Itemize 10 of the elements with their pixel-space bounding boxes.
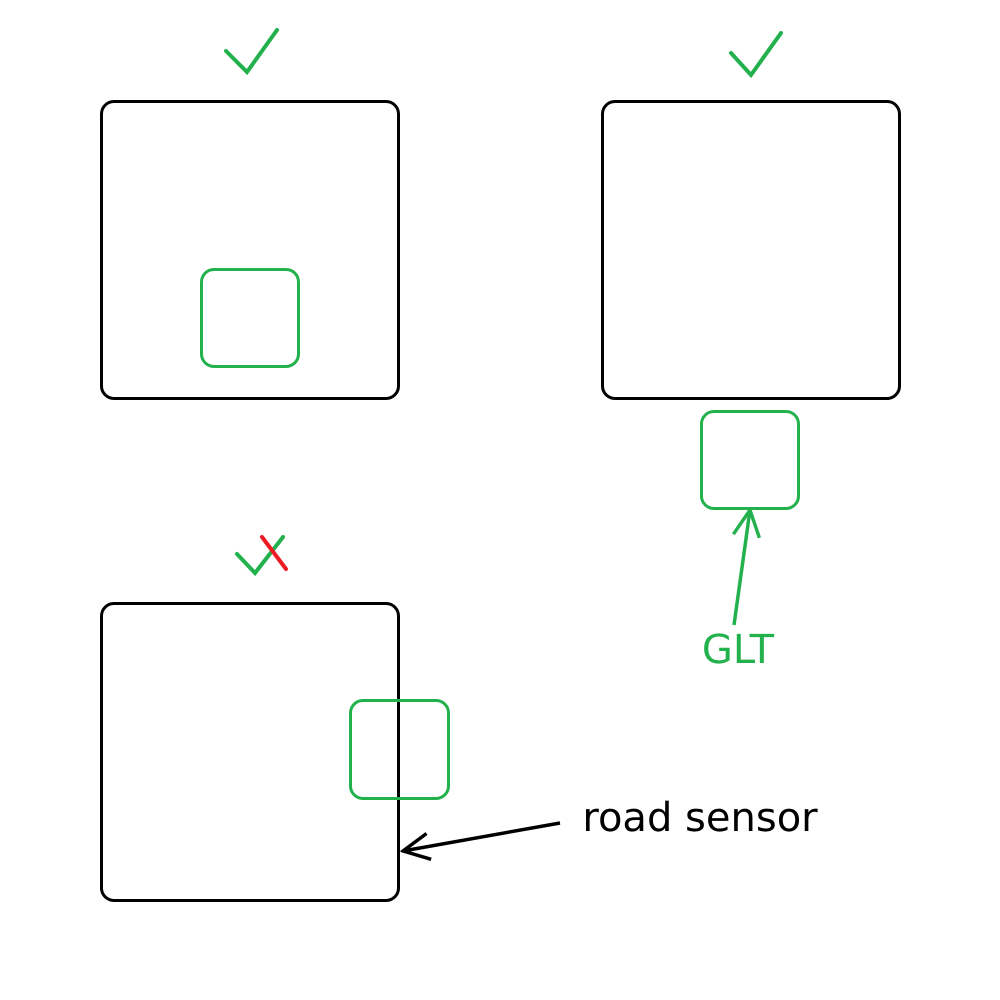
callout-label: road sensor	[560, 790, 840, 845]
rounded-box	[700, 410, 800, 510]
arrow	[401, 821, 560, 862]
rounded-box	[200, 268, 300, 368]
arrow	[732, 508, 762, 626]
callout-label: GLT	[698, 625, 778, 675]
rounded-box	[349, 699, 450, 800]
rounded-box	[601, 100, 901, 400]
rounded-box	[100, 100, 400, 400]
rounded-box	[100, 602, 400, 902]
